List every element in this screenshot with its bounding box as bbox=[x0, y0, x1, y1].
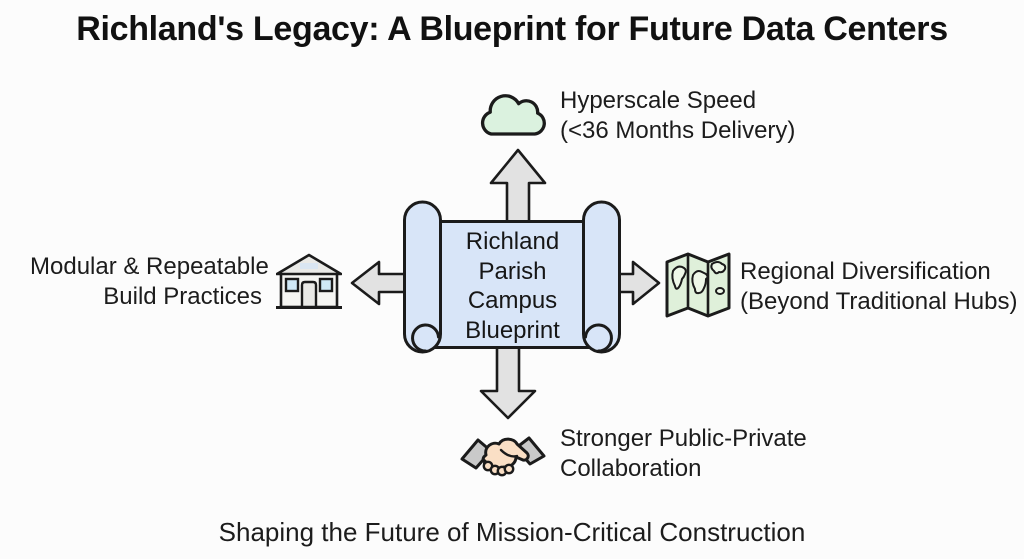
map-continent-eurasia bbox=[710, 261, 727, 275]
scroll-line-3: Campus bbox=[467, 287, 558, 314]
bottom-label-line-1: Stronger Public-Private bbox=[560, 425, 807, 452]
arrow-down-icon bbox=[479, 344, 537, 420]
node-right-label: Regional Diversification (Beyond Traditi… bbox=[740, 257, 1017, 317]
blueprint-scroll-icon bbox=[403, 200, 621, 354]
scroll-line-4: Blueprint bbox=[465, 316, 560, 344]
node-top-label: Hyperscale Speed (<36 Months Delivery) bbox=[560, 86, 795, 146]
scroll-left-curl bbox=[411, 323, 440, 353]
bottom-label-line-2: Collaboration bbox=[560, 455, 702, 482]
handshake-thumb-line bbox=[499, 448, 519, 458]
map-continent-africa bbox=[691, 270, 709, 295]
arrow-up-icon bbox=[489, 148, 547, 228]
handshake-knuckle-4 bbox=[503, 463, 515, 475]
node-left-label: Modular & Repeatable Build Practices bbox=[30, 252, 269, 312]
right-label-line-2: (Beyond Traditional Hubs) bbox=[740, 288, 1018, 315]
footer-caption: Shaping the Future of Mission-Critical C… bbox=[218, 517, 806, 547]
top-label-line-2: (<36 Months Delivery) bbox=[560, 117, 796, 144]
left-label-line-1: Modular & Repeatable bbox=[30, 253, 269, 280]
top-label-line-1: Hyperscale Speed bbox=[560, 87, 757, 114]
scroll-line-1: Richland bbox=[465, 228, 560, 255]
house-door bbox=[300, 280, 318, 309]
node-bottom-label: Stronger Public-Private Collaboration bbox=[560, 424, 807, 484]
cloud-icon bbox=[480, 94, 546, 136]
scroll-line-2: Parish bbox=[478, 257, 547, 285]
map-island bbox=[715, 287, 725, 295]
warehouse-icon bbox=[276, 253, 342, 309]
house-window-left bbox=[284, 277, 300, 293]
right-label-line-1: Regional Diversification bbox=[740, 258, 991, 285]
map-continent-americas bbox=[671, 265, 687, 290]
left-label-line-2: Build Practices bbox=[103, 283, 262, 310]
scroll-right-curl bbox=[584, 323, 613, 353]
central-blueprint-label: Richland Parish Campus Blueprint bbox=[421, 227, 604, 345]
page-title: Richland's Legacy: A Blueprint for Futur… bbox=[76, 10, 948, 48]
map-icon bbox=[665, 252, 731, 318]
house-sign bbox=[300, 263, 318, 269]
handshake-icon bbox=[460, 436, 546, 477]
house-window-right bbox=[318, 277, 334, 293]
